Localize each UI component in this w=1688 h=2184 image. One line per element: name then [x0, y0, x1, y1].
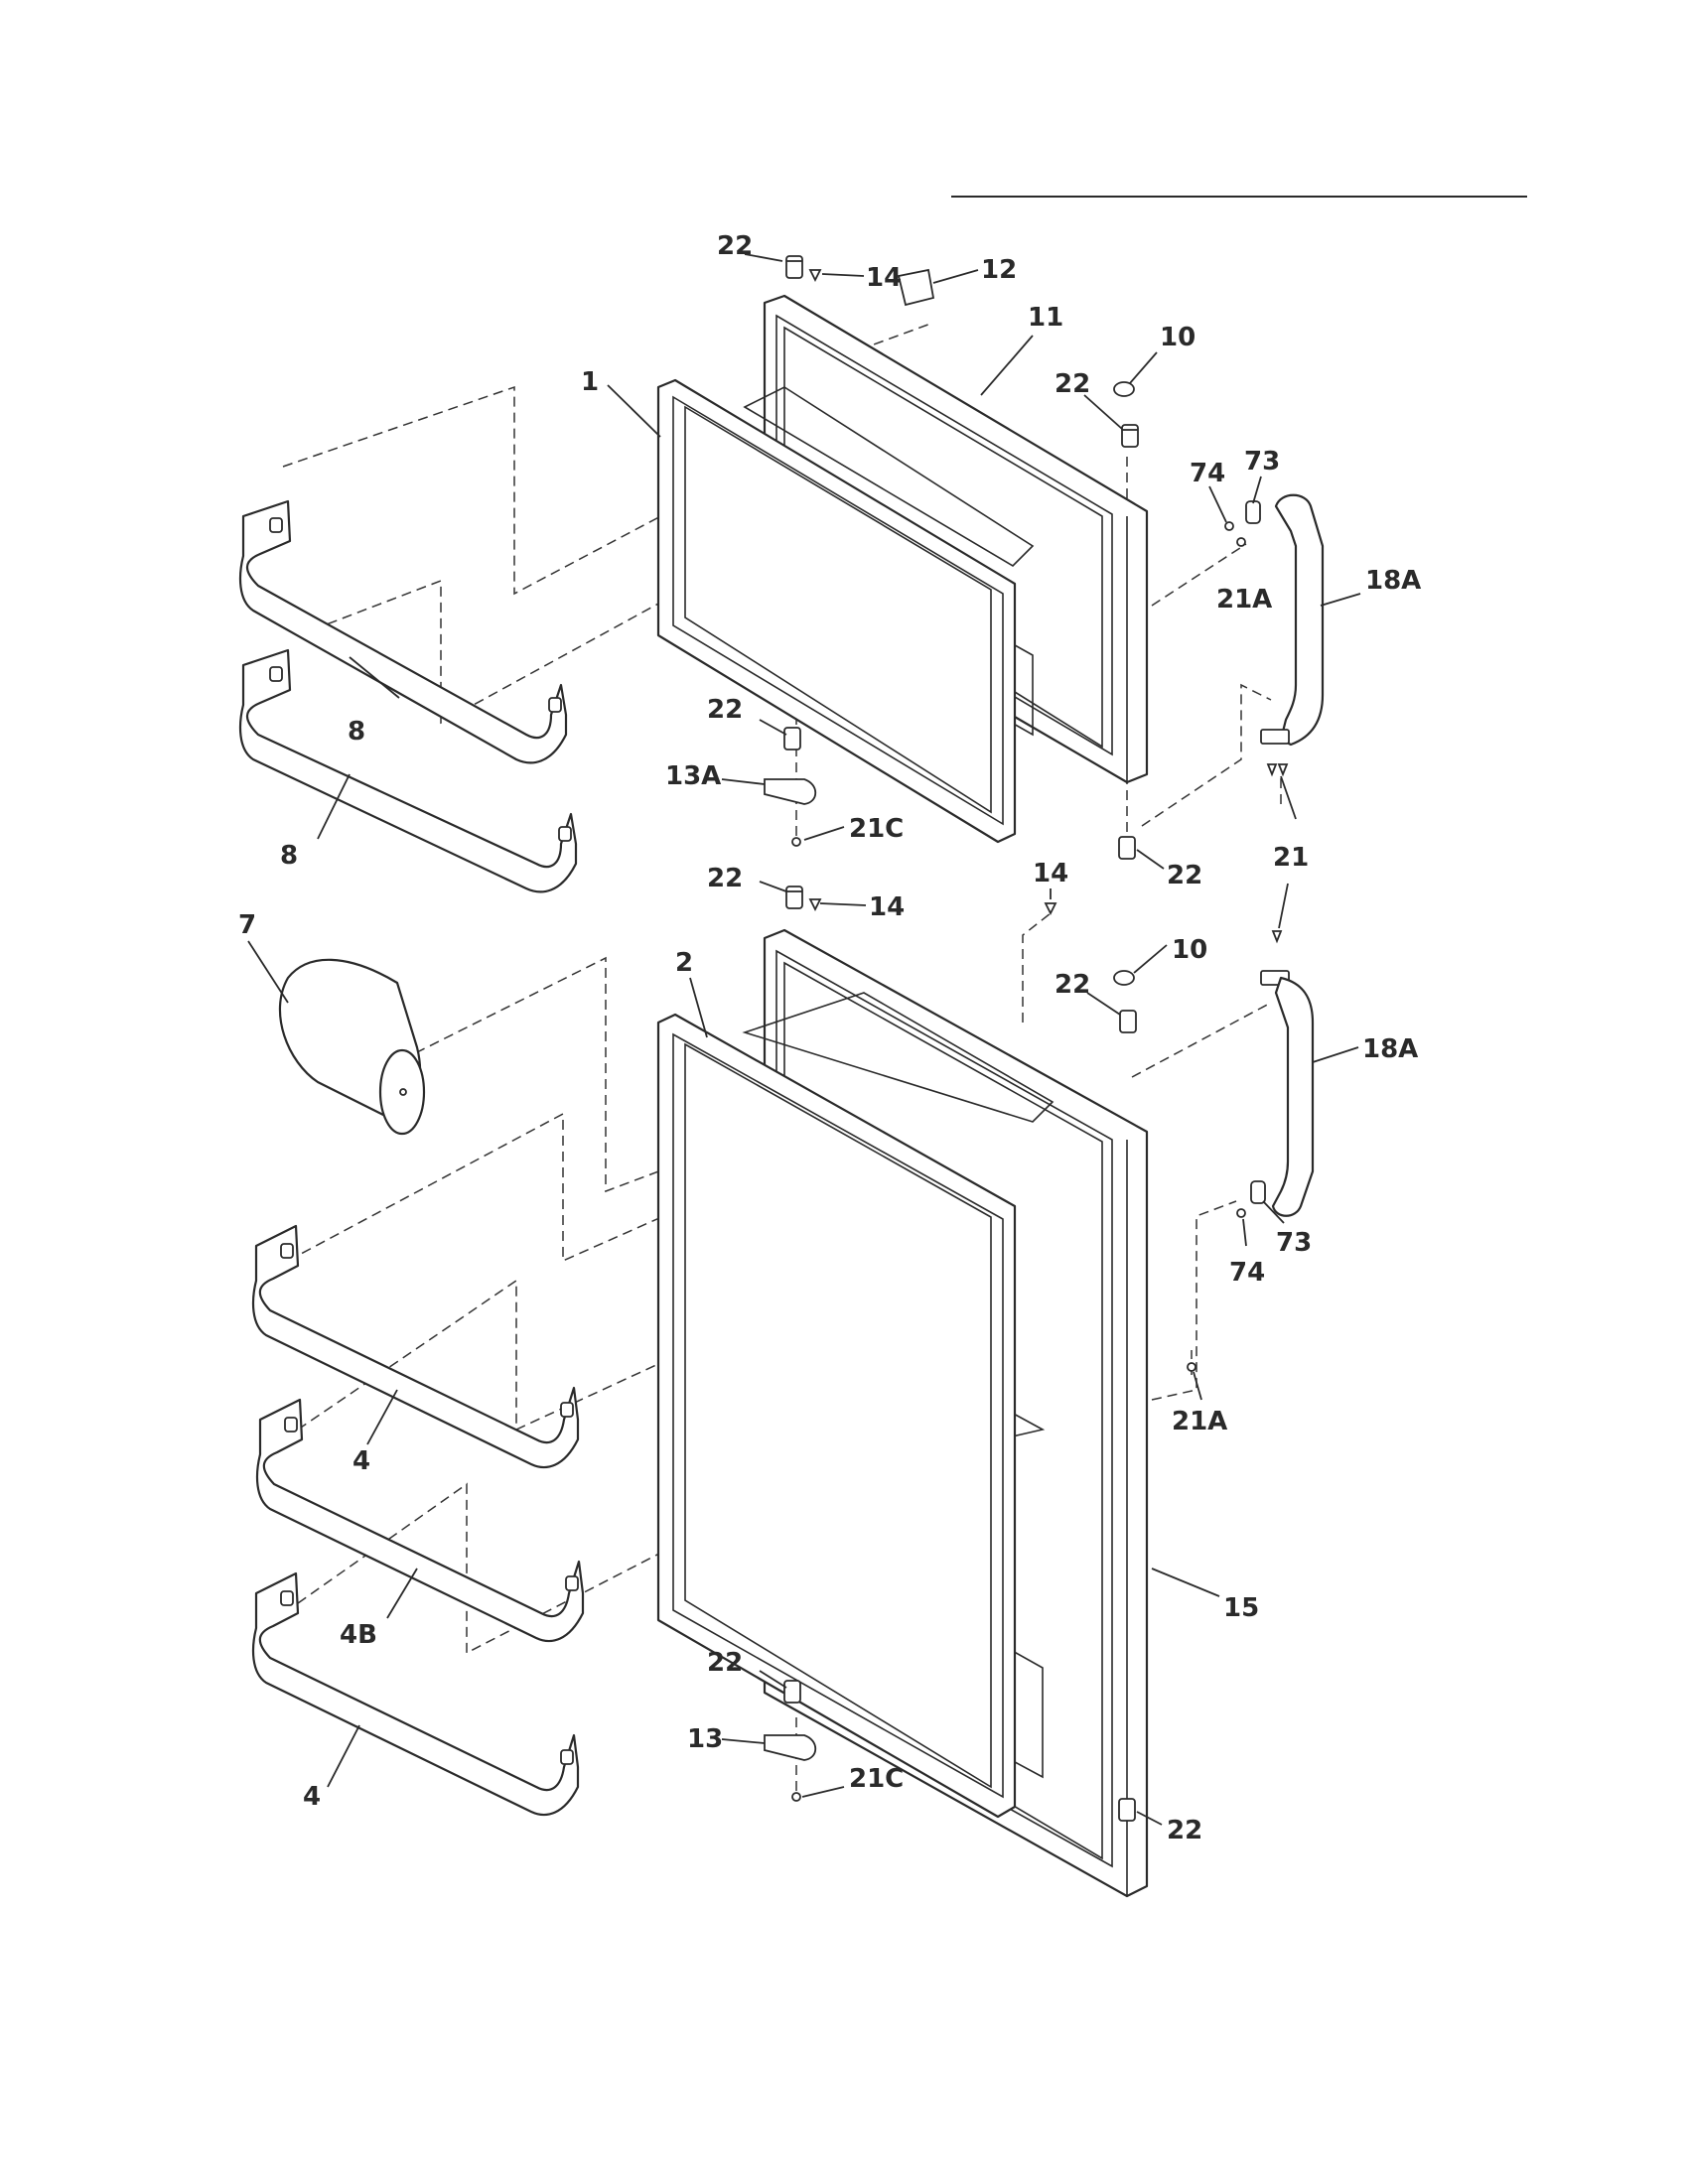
screw-21-upper-a — [1266, 763, 1278, 777]
screw-22-top-freezer — [785, 255, 803, 279]
callout-22: 22 — [1167, 861, 1202, 890]
screw-21-upper-b — [1277, 763, 1289, 777]
callout-74: 74 — [1229, 1258, 1265, 1288]
callout-1: 1 — [581, 367, 599, 397]
callout-4b: 4B — [340, 1620, 377, 1650]
screw-22-fresh-bottom — [1118, 1798, 1136, 1822]
plug-10-fresh — [1113, 970, 1135, 986]
callout-21: 21 — [1273, 843, 1309, 873]
screw-74-upper — [1224, 521, 1234, 531]
callout-15: 15 — [1223, 1593, 1259, 1623]
callout-14: 14 — [1033, 859, 1068, 888]
butter-dish-7 — [278, 958, 426, 1136]
callout-13: 13 — [687, 1724, 723, 1754]
screw-22-top-fresh — [785, 886, 803, 909]
callout-12: 12 — [981, 255, 1017, 285]
callout-74: 74 — [1190, 459, 1225, 488]
plug-73-lower — [1250, 1180, 1266, 1204]
handle-18a-lower — [1260, 970, 1315, 1217]
screw-21c-fresh — [791, 1792, 801, 1802]
callout-11: 11 — [1028, 303, 1063, 333]
hinge-13 — [764, 1734, 817, 1761]
callout-22: 22 — [717, 231, 753, 261]
callout-10: 10 — [1172, 935, 1207, 965]
callout-18a: 18A — [1362, 1034, 1418, 1064]
fresh-food-gasket-2 — [656, 1013, 1017, 1819]
callout-4: 4 — [352, 1446, 370, 1476]
callouts: 22 14 12 11 10 22 1 74 73 18A 21A 8 8 22… — [238, 231, 1421, 1845]
screw-74-lower — [1236, 1208, 1246, 1218]
screw-22-fresh-hinge — [783, 1680, 801, 1704]
screw-21-lower — [1271, 930, 1283, 944]
hardware — [764, 255, 1289, 1822]
screw-14-freezer — [808, 269, 822, 283]
callout-2: 2 — [675, 948, 693, 978]
callout-22: 22 — [1167, 1816, 1202, 1845]
screw-21c-freezer — [791, 837, 801, 847]
callout-14: 14 — [869, 892, 905, 922]
callout-14: 14 — [866, 263, 902, 293]
callout-22: 22 — [707, 1648, 743, 1678]
shelf-8-lower — [238, 648, 578, 893]
callout-8: 8 — [280, 841, 298, 871]
shelf-4-b — [251, 1571, 580, 1816]
hinge-13a — [764, 778, 817, 805]
callout-10: 10 — [1160, 323, 1196, 352]
callout-13a: 13A — [665, 761, 721, 791]
screw-14-fresh — [808, 898, 822, 912]
callout-22: 22 — [707, 864, 743, 893]
callout-22: 22 — [1055, 369, 1090, 399]
callout-73: 73 — [1244, 447, 1280, 477]
label-12 — [897, 268, 935, 307]
callout-18a: 18A — [1365, 566, 1421, 596]
screw-21a-lower — [1187, 1362, 1196, 1372]
screw-22-freezer-bottom — [1118, 836, 1136, 860]
freezer-gasket-1 — [656, 378, 1017, 844]
leader-lines — [247, 253, 1361, 1826]
screw-14-fresh-right — [1044, 902, 1057, 916]
callout-22: 22 — [707, 695, 743, 725]
callout-22: 22 — [1055, 970, 1090, 1000]
callout-7: 7 — [238, 910, 256, 940]
callout-4: 4 — [303, 1782, 321, 1812]
shelf-4-a — [251, 1224, 580, 1468]
callout-21a: 21A — [1172, 1407, 1227, 1436]
callout-21a: 21A — [1216, 585, 1272, 614]
callout-73: 73 — [1276, 1228, 1312, 1258]
plug-73-upper — [1245, 500, 1261, 524]
screw-21a-upper — [1236, 537, 1246, 547]
shelf-4b — [255, 1398, 585, 1642]
screw-22-freezer-hinge — [783, 727, 801, 751]
screw-22-fresh-right — [1119, 1010, 1137, 1033]
callout-21c: 21C — [849, 1764, 904, 1794]
screw-22-top-freezer-right — [1121, 424, 1139, 448]
plug-10-freezer — [1113, 381, 1135, 397]
shelf-8-upper — [238, 499, 568, 764]
handle-18a-upper — [1260, 493, 1325, 747]
callout-8: 8 — [348, 717, 365, 747]
callout-21c: 21C — [849, 814, 904, 844]
